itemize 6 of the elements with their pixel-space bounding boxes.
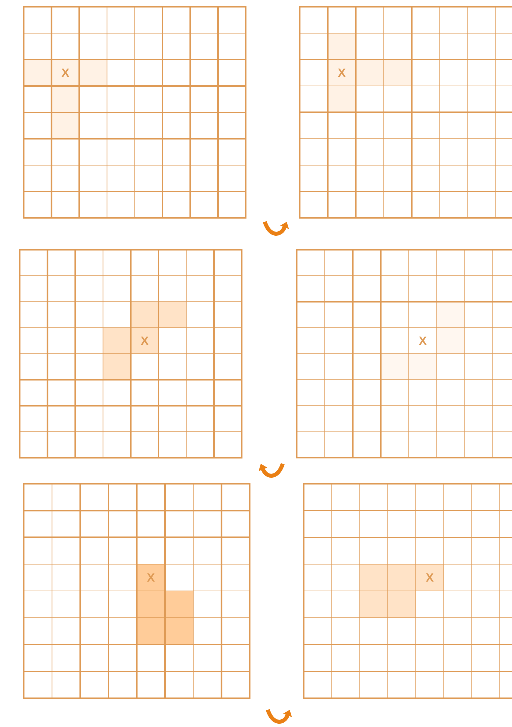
- grid-drawing: X: [303, 483, 512, 700]
- grid-drawing: X: [299, 6, 512, 219]
- grid-drawing: X: [19, 249, 243, 459]
- grid-drawing: X: [23, 6, 247, 219]
- grid-drawing: X: [23, 483, 251, 700]
- grid-drawing: X: [296, 249, 512, 459]
